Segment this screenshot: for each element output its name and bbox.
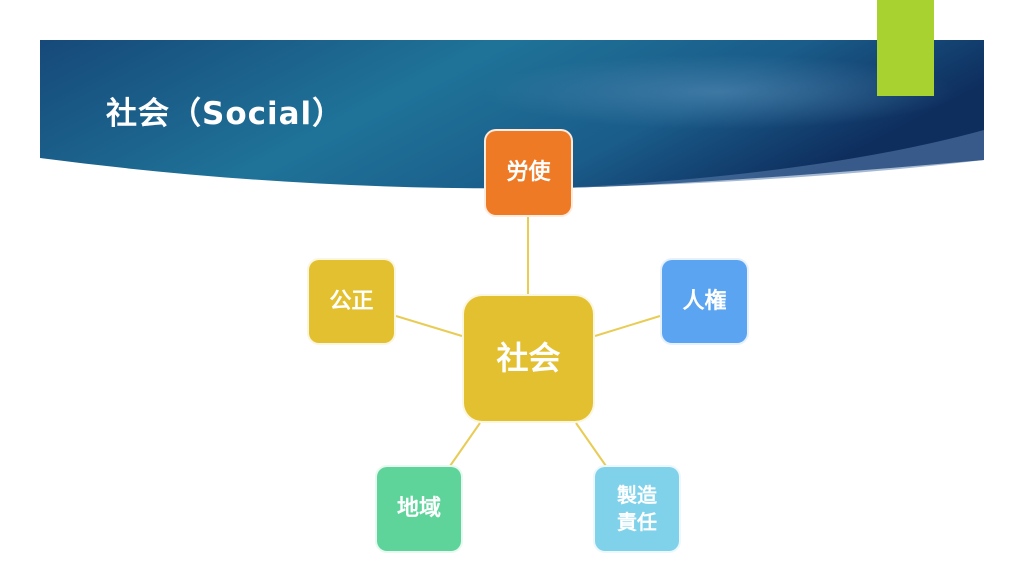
banner-swoosh xyxy=(560,130,984,188)
node-product-responsibility-line-1: 製造 xyxy=(617,483,657,507)
banner-glow xyxy=(40,40,984,189)
slide-title: 社会（Social） xyxy=(106,96,345,132)
accent-tab xyxy=(877,0,934,96)
node-product-responsibility: 製造 責任 xyxy=(593,465,681,553)
title-banner xyxy=(40,40,984,189)
connector-left xyxy=(395,315,463,337)
node-product-responsibility-line-2: 責任 xyxy=(617,510,657,534)
node-labor-management: 労使 xyxy=(484,129,573,217)
connector-bottom-right xyxy=(575,422,607,467)
node-center-social: 社会 xyxy=(462,294,595,423)
connector-right xyxy=(594,315,661,337)
node-human-rights: 人権 xyxy=(660,258,749,345)
node-fairness: 公正 xyxy=(307,258,396,345)
node-community: 地域 xyxy=(375,465,463,553)
connector-bottom-left xyxy=(449,422,481,467)
